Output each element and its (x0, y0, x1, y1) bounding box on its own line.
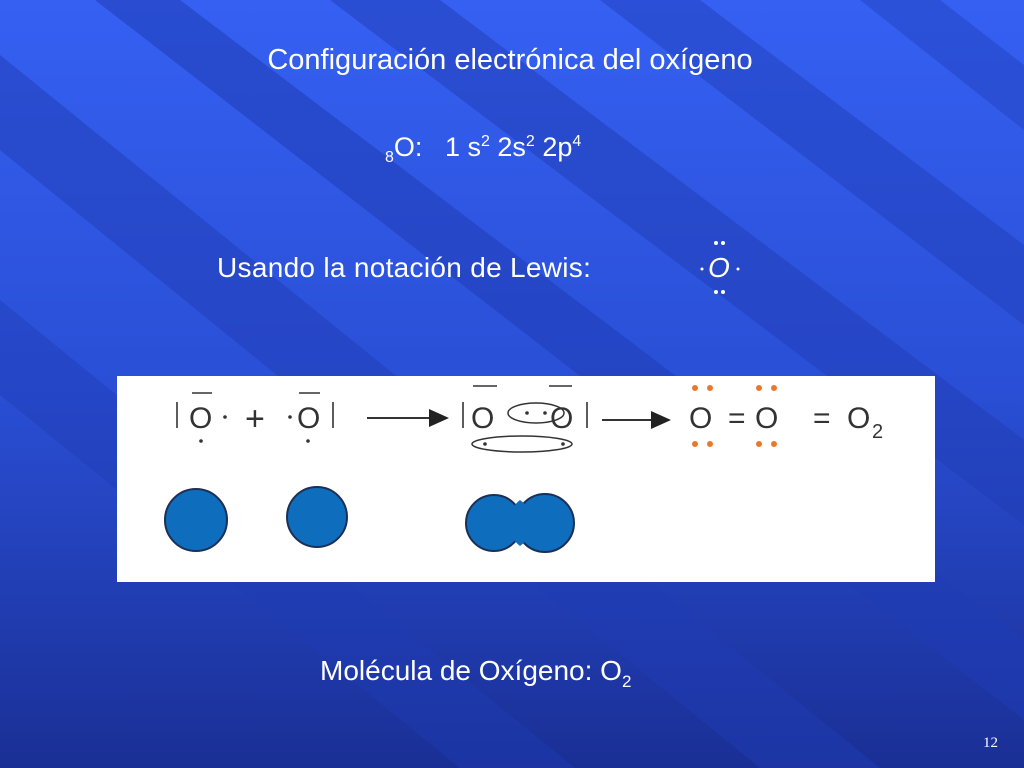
lone-pair-dot (707, 441, 713, 447)
slide-title: Configuración electrónica del oxígeno (267, 44, 753, 76)
equals-sign: = (813, 402, 831, 435)
orbital-1s: 1 s (444, 132, 481, 162)
lewis-dot (736, 267, 740, 271)
orbital-2s-exponent: 2 (525, 133, 535, 150)
formula-o2-subscript: 2 (872, 421, 883, 443)
electron-dot (525, 411, 529, 415)
electron-dot (288, 415, 292, 419)
lewis-dot (714, 241, 718, 245)
pi-bonding-orbital (471, 435, 573, 453)
lewis-dot (714, 290, 718, 294)
product-atom-1: O (689, 402, 712, 435)
atom-1-symbol: O (189, 402, 212, 435)
molecule-caption-subscript: 2 (621, 672, 632, 691)
lewis-symbol-letter: O (708, 252, 730, 283)
lewis-dot (721, 241, 725, 245)
molecule-caption-text: Molécula de Oxígeno: O (320, 655, 622, 686)
orbital-2s: 2s (497, 132, 526, 162)
double-bond-sign: = (728, 402, 746, 435)
electron-dot (306, 439, 310, 443)
lone-pair-dot (771, 385, 777, 391)
oxygen-bond-diagram: O + O O O O = (117, 376, 935, 582)
bonding-orbital (507, 402, 565, 424)
lewis-dot (700, 267, 704, 271)
reaction-arrow-1-head (429, 409, 449, 427)
product-atom-2: O (755, 402, 778, 435)
lewis-oxygen-symbol: O (700, 241, 740, 294)
electron-dot (543, 411, 547, 415)
orbital-2p: 2p (542, 132, 573, 162)
reaction-arrow-2-head (651, 411, 671, 429)
orbital-1s-exponent: 2 (480, 133, 490, 150)
lone-pair-dot (707, 385, 713, 391)
lewis-notation-label: Usando la notación de Lewis: (217, 252, 592, 283)
lone-pair-dot (771, 441, 777, 447)
element-symbol: O: (393, 132, 423, 162)
oxygen-atom-sphere-2 (286, 486, 348, 548)
lone-pair-dot (756, 441, 762, 447)
intermediate-atom-2: O (550, 402, 573, 435)
formula-o2-base: O (847, 402, 870, 435)
electron-dot (561, 442, 565, 446)
orbital-2p-exponent: 4 (572, 133, 582, 150)
o2-molecule-overlap (508, 500, 533, 546)
lone-pair-dot (756, 385, 762, 391)
electron-dot (483, 442, 487, 446)
plus-sign: + (245, 400, 265, 438)
electron-configuration: 8O: 1 s2 2s2 2p4 (385, 132, 581, 167)
reaction-row (176, 392, 212, 428)
intermediate-atom-1: O (471, 402, 494, 435)
atomic-number: 8 (385, 149, 394, 166)
lone-pair-dot (692, 441, 698, 447)
lone-pair-dot (692, 385, 698, 391)
lewis-dot (721, 290, 725, 294)
molecule-caption: Molécula de Oxígeno: O2 (320, 655, 631, 692)
electron-dot (199, 439, 203, 443)
atom-2-symbol: O (297, 402, 320, 435)
electron-dot (223, 415, 227, 419)
page-number: 12 (983, 735, 998, 751)
oxygen-atom-sphere-1 (164, 488, 228, 552)
